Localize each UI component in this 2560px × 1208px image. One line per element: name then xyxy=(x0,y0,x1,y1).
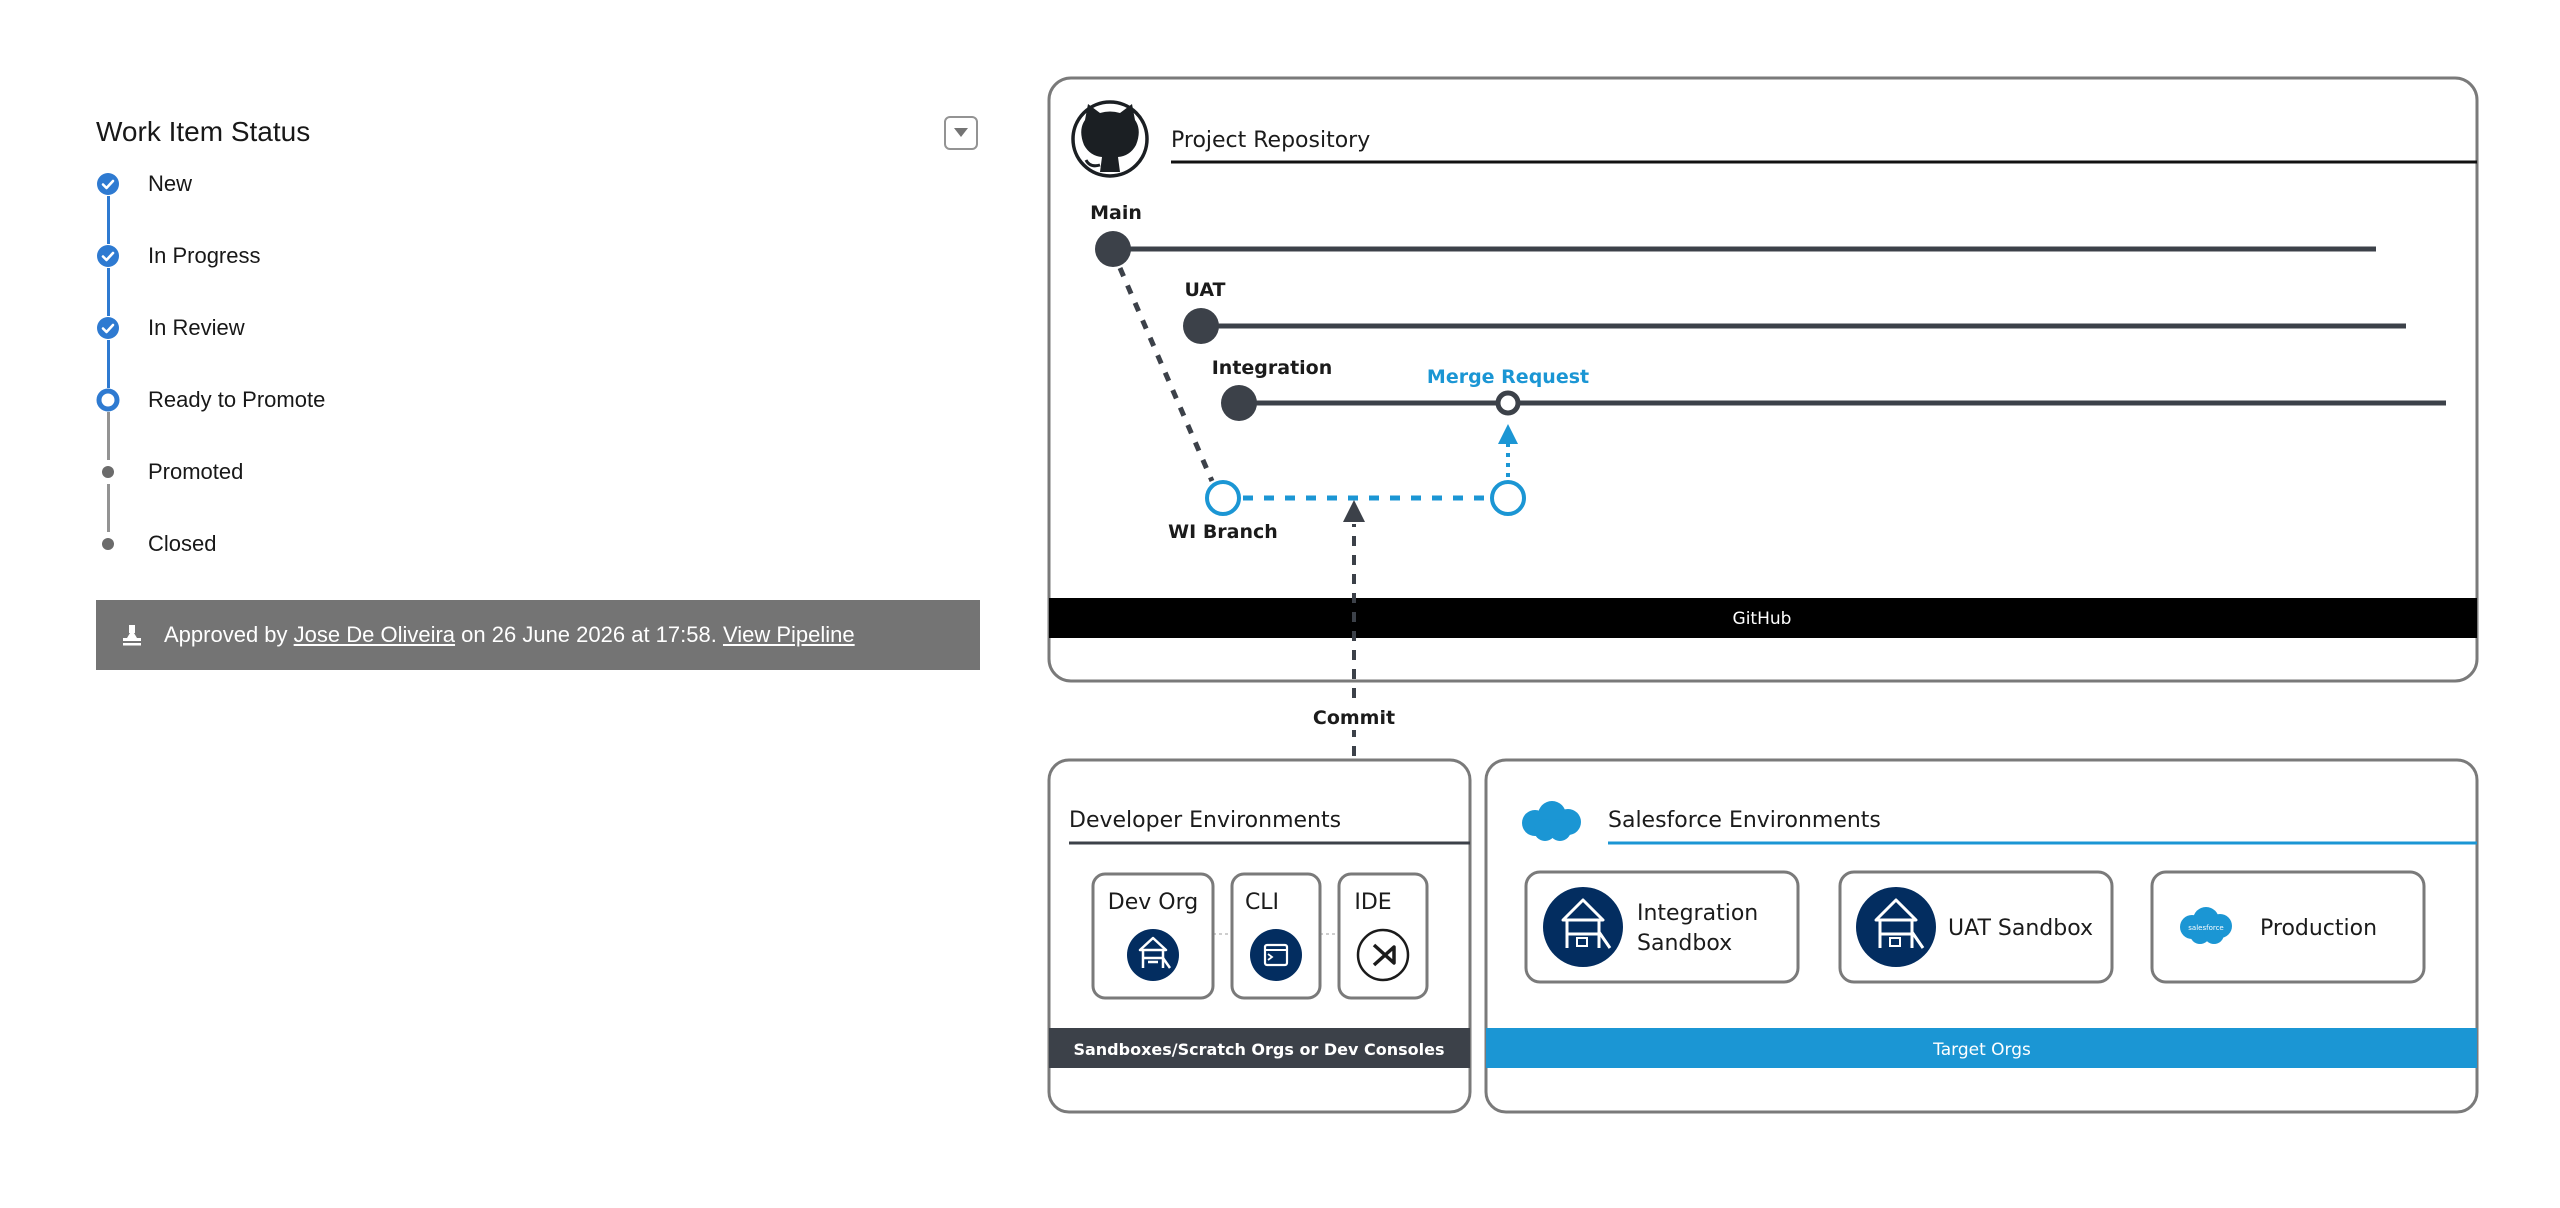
repository-title: Project Repository xyxy=(1171,128,1370,153)
integration-sandbox-label-line1: Integration xyxy=(1637,901,1758,926)
panel-menu-button[interactable] xyxy=(944,116,978,150)
pending-step-icon xyxy=(96,532,120,556)
ide-label: IDE xyxy=(1354,890,1391,915)
project-repository-panel: GitHub Project Repository Main UAT Integ… xyxy=(1047,76,2479,683)
production-label: Production xyxy=(2260,916,2377,941)
check-icon xyxy=(96,172,120,196)
cli-label: CLI xyxy=(1245,890,1279,915)
integration-sandbox-card: Integration Sandbox xyxy=(1524,870,1800,984)
status-steps: New In Progress In Review Ready to Promo… xyxy=(96,172,696,604)
step-label: In Review xyxy=(148,315,245,340)
merge-request-node xyxy=(1495,390,1521,416)
pending-step-icon xyxy=(96,460,120,484)
terminal-icon xyxy=(1250,929,1302,981)
salesforce-cloud-icon: salesforce xyxy=(2180,907,2232,944)
uat-sandbox-card: UAT Sandbox xyxy=(1838,870,2114,984)
salesforce-environments-panel: Target Orgs Salesforce Environments Inte… xyxy=(1484,758,2479,1114)
developer-environments-title: Developer Environments xyxy=(1069,808,1341,833)
step-connector xyxy=(107,484,110,532)
salesforce-logo-text: salesforce xyxy=(2188,924,2223,932)
playground-icon xyxy=(1543,887,1623,967)
github-footer-bar xyxy=(1049,598,2477,638)
step-new: New xyxy=(96,172,696,244)
step-connector xyxy=(107,196,110,244)
integration-branch-node xyxy=(1221,385,1257,421)
salesforce-environments-title: Salesforce Environments xyxy=(1608,808,1881,833)
step-connector xyxy=(107,340,110,388)
step-connector xyxy=(107,412,110,460)
vscode-icon xyxy=(1356,928,1410,982)
step-ready-to-promote: Ready to Promote xyxy=(96,388,696,460)
step-label: In Progress xyxy=(148,243,261,268)
step-label: Closed xyxy=(148,531,217,556)
step-in-progress: In Progress xyxy=(96,244,696,316)
approval-prefix: Approved by xyxy=(164,622,288,647)
target-orgs-footer-label: Target Orgs xyxy=(1932,1040,2031,1060)
chevron-down-icon xyxy=(954,128,968,137)
merge-request-label: Merge Request xyxy=(1427,366,1589,388)
dev-footer-label: Sandboxes/Scratch Orgs or Dev Consoles xyxy=(1073,1040,1444,1059)
step-connector xyxy=(107,268,110,316)
commit-label: Commit xyxy=(1313,707,1395,729)
dev-org-card: Dev Org xyxy=(1091,872,1215,1000)
step-closed: Closed xyxy=(96,532,696,604)
dev-footer-bar xyxy=(1049,1028,1470,1068)
panel-title: Work Item Status xyxy=(96,116,311,147)
production-card: salesforce Production xyxy=(2150,870,2426,984)
integration-branch-label: Integration xyxy=(1212,357,1333,379)
github-icon xyxy=(1071,100,1149,178)
main-branch-label: Main xyxy=(1090,202,1142,224)
salesforce-cloud-icon xyxy=(1522,801,1581,841)
github-footer-label: GitHub xyxy=(1733,609,1792,629)
wi-branch-node-start xyxy=(1205,480,1241,516)
approval-date: on 26 June 2026 at 17:58. xyxy=(461,622,717,647)
ide-card: IDE xyxy=(1337,872,1429,1000)
target-orgs-footer-bar xyxy=(1486,1028,2477,1068)
step-label: New xyxy=(148,171,193,196)
uat-branch-node xyxy=(1183,308,1219,344)
main-branch-node xyxy=(1095,231,1131,267)
commit-connector: Commit xyxy=(1313,500,1395,756)
wi-branch-from-main xyxy=(1117,267,1215,482)
integration-sandbox-label-line2: Sandbox xyxy=(1637,931,1732,956)
view-pipeline-link[interactable]: View Pipeline xyxy=(722,622,855,647)
uat-branch-label: UAT xyxy=(1184,279,1225,301)
approver-link[interactable]: Jose De Oliveira xyxy=(293,622,456,647)
playground-icon xyxy=(1856,887,1936,967)
stamp-icon xyxy=(120,623,144,647)
step-promoted: Promoted xyxy=(96,460,696,532)
wi-branch-node-end xyxy=(1490,480,1526,516)
step-in-review: In Review xyxy=(96,316,696,388)
uat-sandbox-label: UAT Sandbox xyxy=(1948,916,2093,941)
step-label: Ready to Promote xyxy=(148,387,326,412)
step-label: Promoted xyxy=(148,459,244,484)
dev-org-label: Dev Org xyxy=(1108,890,1198,915)
commit-arrow-head xyxy=(1343,500,1365,522)
check-icon xyxy=(96,244,120,268)
wi-branch-label: WI Branch xyxy=(1168,521,1278,543)
check-icon xyxy=(96,316,120,340)
cli-card: CLI xyxy=(1230,872,1322,1000)
current-step-icon xyxy=(96,388,120,412)
developer-environments-panel: Sandboxes/Scratch Orgs or Dev Consoles D… xyxy=(1047,758,1472,1114)
approval-banner: Approved by Jose De Oliveira on 26 June … xyxy=(96,600,980,670)
playground-icon xyxy=(1127,929,1179,981)
merge-arrow-head xyxy=(1498,424,1518,444)
work-item-status-panel: Work Item Status New In Progress In Revi xyxy=(96,100,980,680)
